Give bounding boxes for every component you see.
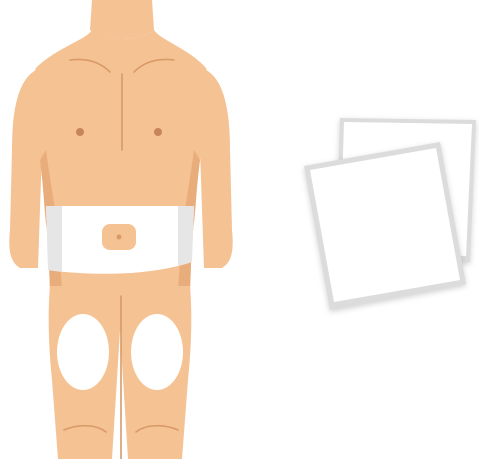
gauze-pads (304, 118, 476, 310)
right-nipple (154, 128, 162, 136)
navel (117, 235, 122, 240)
body-figure (9, 0, 232, 459)
gauze-pad-front (304, 142, 466, 310)
left-thigh-highlight (57, 314, 109, 390)
abdomen-highlight-shade-right (178, 206, 194, 266)
left-nipple (76, 128, 84, 136)
neck (90, 0, 154, 39)
right-thigh-highlight (131, 314, 183, 390)
abdomen-highlight-shade-left (46, 206, 62, 272)
